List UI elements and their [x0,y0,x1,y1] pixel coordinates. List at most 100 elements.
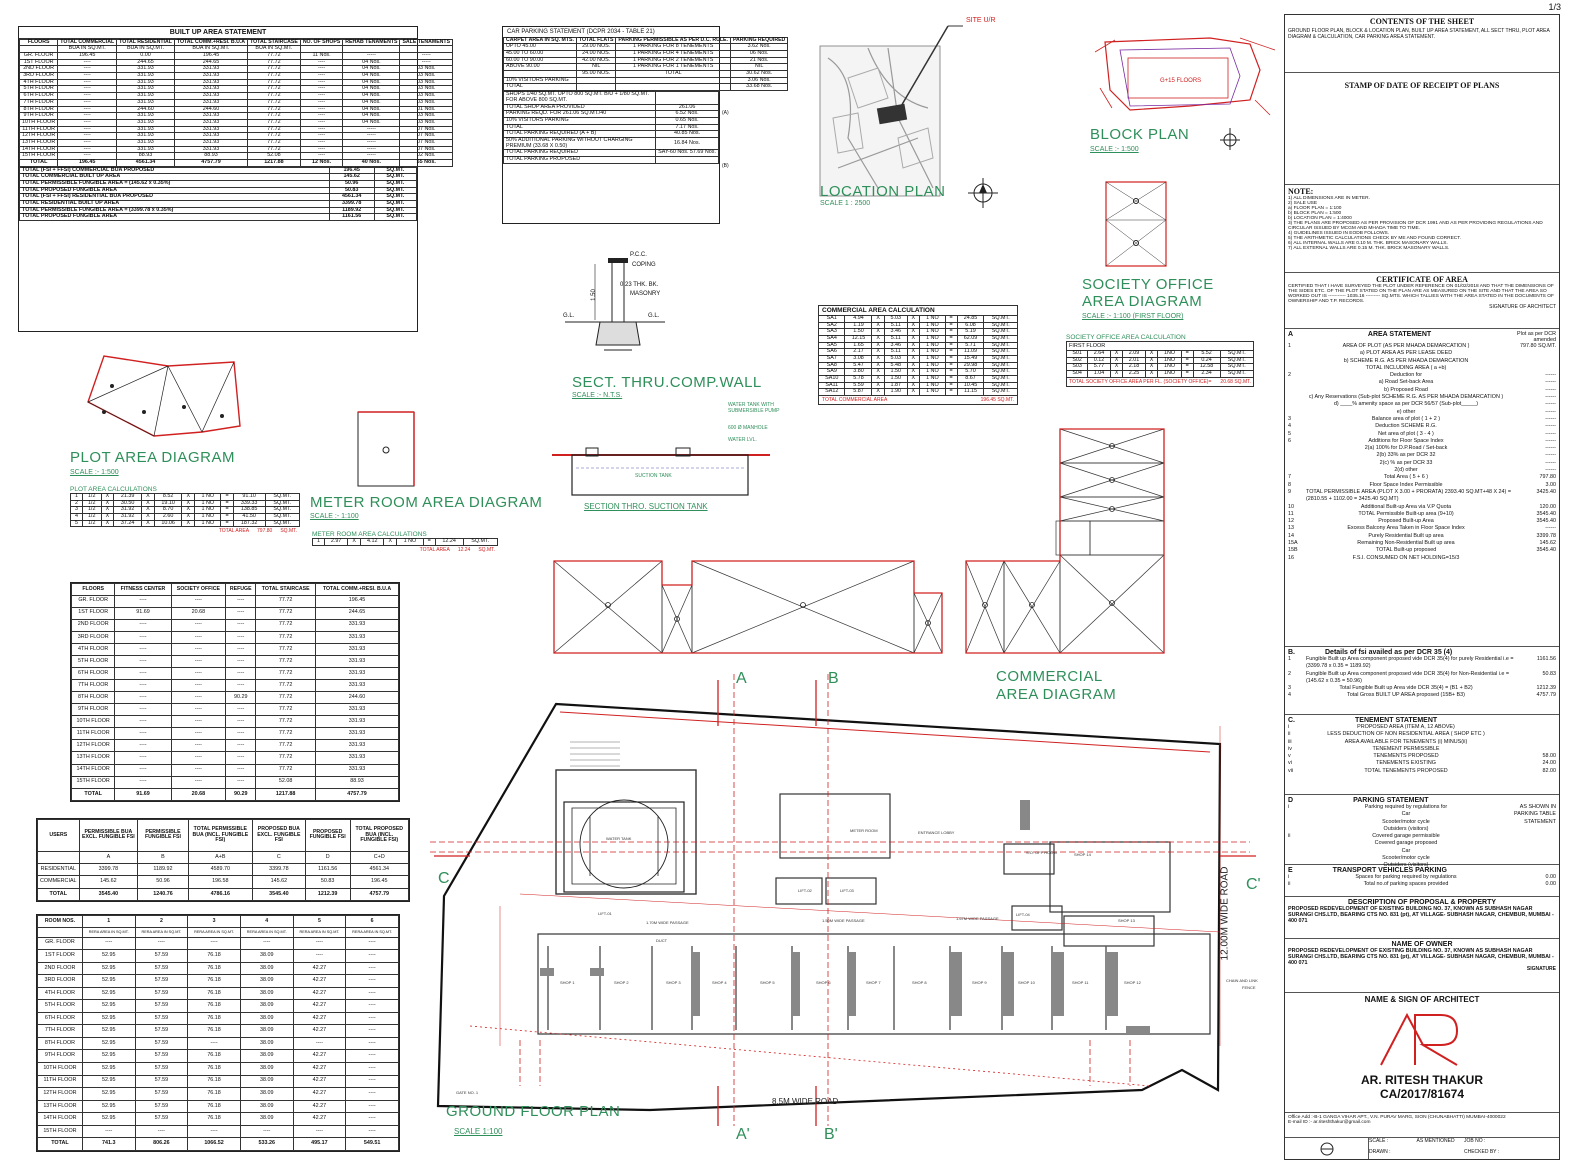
table-cell: TOTAL COMM.+RESI. B.U.A [173,38,249,47]
list-item-cell: 82.00 [1542,767,1557,774]
list-item-cell: 8 [1288,481,1291,488]
table-cell: 16.84 Nos. [655,136,719,151]
table-cell: TOTAL COMM.+RESI. B.U.A [315,583,399,596]
list-item-cell: TENEMENTS EXISTING [1376,760,1436,767]
table-cell: 11TH FLOOR [37,1074,83,1089]
table-cell: 76.18 [187,1087,241,1101]
list-item-cell: ------ [1545,467,1556,474]
list-item-cell: ii [1288,881,1291,888]
list-item-cell: Car [1401,811,1411,818]
table-cell: 52.95 [81,999,136,1013]
society-office-title-2: AREA DIAGRAM [1082,293,1203,310]
meter-calc-title: METER ROOM AREA CALCULATIONS [312,531,427,538]
table-cell: 38.09 [239,1036,294,1051]
table-cell: 57.59 [134,999,189,1013]
table-cell: 38.09 [239,1074,294,1089]
table-cell: 1 NO [194,519,222,528]
table-cell: TOTAL STAIRCASE [255,583,317,596]
table-cell: ---- [239,1124,294,1139]
list-item-cell: Remaining Non-Residential Built up area [1357,540,1455,547]
table-cell: 4589.70 [187,863,253,877]
list-item-cell [1506,833,1556,840]
table-cell: 331.93 [315,727,399,741]
table-row: 15TH FLOOR------------------------ [37,1124,399,1139]
table-cell: 12TH FLOOR [70,739,116,753]
table-cell: 331.93 [315,751,399,765]
table-cell: 38.09 [239,1062,294,1076]
tenement-title: TENEMENT STATEMENT [1355,717,1438,724]
svg-text:LIFT-03: LIFT-03 [840,888,855,893]
list-item-cell: Balance area of plot ( 1 + 2 ) [1371,415,1441,422]
parking-mark-b: (B) [722,163,729,169]
parking-statement-title: PARKING STATEMENT [1353,797,1429,804]
list-item-cell: PARKING TABLE [1514,811,1556,818]
table-row: GR. FLOOR------------------------ [37,936,399,951]
list-item-cell: 3399.78 [1536,532,1557,539]
owner-section: NAME OF OWNER PROPOSED REDEVELOPMENT OF … [1285,939,1559,993]
table-cell: TOTAL [37,1137,83,1151]
list-item-cell: b) Proposed Road [1384,386,1428,393]
list-item-cell: Total no.of parking spaces provided [1363,881,1449,888]
list-item-cell: Floor Space Index Permissible [1369,481,1443,488]
list-item-cell [1506,826,1556,833]
table-cell: 52.95 [81,1036,136,1051]
table-cell: ---- [170,727,227,741]
list-item-cell: a) PLOT AREA AS PER LEASE DEED [1359,350,1453,357]
certificate-text: CERTIFIED THAT I HAVE SURVEYED THE PLOT … [1288,284,1554,304]
fsi-details-section: B.Details of fsi availed as per DCR 35 (… [1285,647,1559,715]
list-item-cell: Additions for Floor Space Index [1368,437,1444,444]
table-cell: 331.93 [315,654,399,669]
table-cell: ---- [57,118,118,127]
commercial-diagram-title-2: AREA DIAGRAM [996,686,1117,703]
table-cell [575,83,617,92]
note-item: 6) ALL INTERNAL WALLS ARE 0.10 M. THK. B… [1288,241,1448,246]
list-item: b) Proposed Road------ [1288,387,1556,394]
table-cell: 42.27 [292,1049,347,1063]
svg-text:SHOP 6: SHOP 6 [816,980,831,985]
table-cell: ---- [345,1087,399,1101]
list-item-cell: 9 [1288,488,1291,495]
built-up-summary: TOTAL (FSI + FFSI) COMMERCIAL BUA PROPOS… [19,166,418,221]
svg-text:CHAIN AND LINK: CHAIN AND LINK [1226,978,1258,983]
table-cell: 57.59 [134,949,189,963]
list-item-cell: 4 [1288,692,1291,699]
description-title: DESCRIPTION OF PROPOSAL & PROPERTY [1347,899,1497,906]
note-item: 5) THE ARITHMETIC CALCULATIONS CHECK BY … [1288,236,1461,241]
svg-text:1.50M WIDE PASSAGE: 1.50M WIDE PASSAGE [822,918,865,923]
architect-logo-icon: AR [1380,1012,1459,1066]
list-item: Car PARKING TABLE [1288,811,1556,818]
list-item-cell: i [1288,874,1290,880]
list-item-cell: PROPOSED AREA (ITEM A, 12 ABOVE) [1357,724,1455,730]
tank-inner-label: SUCTION TANK [635,473,672,479]
list-item-cell: iii [1288,738,1292,745]
table-cell: 14TH FLOOR [70,763,116,777]
table-cell: 76.18 [187,986,241,1001]
table-cell: 77.72 [247,98,301,107]
list-item-cell: ii [1288,731,1291,738]
table-cell: 331.93 [315,642,399,656]
table-cell: 52.95 [81,1112,136,1126]
list-item: e) other------ [1288,409,1556,416]
table-cell: 77.72 [255,606,317,620]
table-cell: ---- [187,936,241,951]
list-item-cell: ii [1288,833,1291,840]
table-cell: 145.62 [78,875,139,889]
table-cell: 76.18 [187,1112,241,1126]
list-item-cell: 11 [1288,510,1294,517]
plot-area-drawing [87,355,241,437]
table-cell: ---- [170,594,227,608]
table-cell: 331.93 [173,118,249,127]
list-item-cell: Parking required by regulations for [1364,804,1448,810]
ground-floor-title: GROUND FLOOR PLAN [446,1103,621,1120]
